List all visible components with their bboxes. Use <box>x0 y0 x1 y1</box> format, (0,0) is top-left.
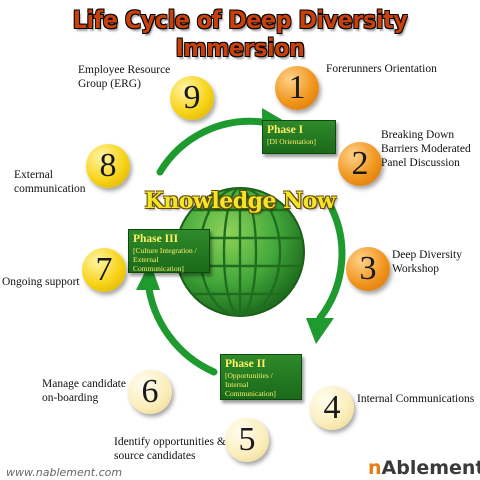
step-5-circle: 5 <box>225 418 269 462</box>
page-title: Life Cycle of Deep Diversity Immersion <box>72 6 408 62</box>
step-9-label: Employee Resource Group (ERG) <box>78 64 171 90</box>
step-6-label: Manage candidate on-boarding <box>42 378 126 404</box>
step-7-circle: 7 <box>82 248 126 292</box>
website-url: www.nablement.com <box>6 466 123 479</box>
step-2-circle: 2 <box>338 142 382 186</box>
step-2-label: Breaking Down Barriers Moderated Panel D… <box>381 129 471 169</box>
cycle-arrows <box>144 117 346 376</box>
phase-3-box: Phase III [Culture Integration / Externa… <box>128 229 210 273</box>
step-8-circle: 8 <box>86 144 130 188</box>
step-3-circle: 3 <box>346 247 390 291</box>
step-5-label: Identify opportunities & source candidat… <box>114 436 226 462</box>
phase-2-subtitle: [Opportunities / Internal Communication] <box>225 371 276 398</box>
phase-3-title: Phase III <box>133 233 179 245</box>
step-9-circle: 9 <box>170 76 214 120</box>
center-text: Knowledge Now <box>144 188 336 214</box>
phase-2-box: Phase II [Opportunities / Internal Commu… <box>220 354 302 400</box>
step-3-label: Deep Diversity Workshop <box>392 249 462 275</box>
step-8-label: External communication <box>14 169 86 195</box>
phase-3-subtitle: [Culture Integration / External Communic… <box>133 246 197 273</box>
step-1-label: Forerunners Orientation <box>326 63 437 75</box>
step-7-label: Ongoing support <box>2 276 80 288</box>
phase-1-subtitle: [DI Orientation] <box>267 137 316 146</box>
phase-1-box: Phase I [DI Orientation] <box>262 120 336 154</box>
brand-name: Ablement <box>381 457 480 479</box>
brand-logo: nAblement <box>368 457 480 479</box>
brand-prefix: n <box>368 457 382 479</box>
step-1-circle: 1 <box>275 66 319 110</box>
step-6-circle: 6 <box>128 370 172 414</box>
phase-1-title: Phase I <box>267 124 304 136</box>
step-4-label: Internal Communications <box>357 393 475 405</box>
phase-2-title: Phase II <box>225 358 266 370</box>
step-4-circle: 4 <box>310 386 354 430</box>
